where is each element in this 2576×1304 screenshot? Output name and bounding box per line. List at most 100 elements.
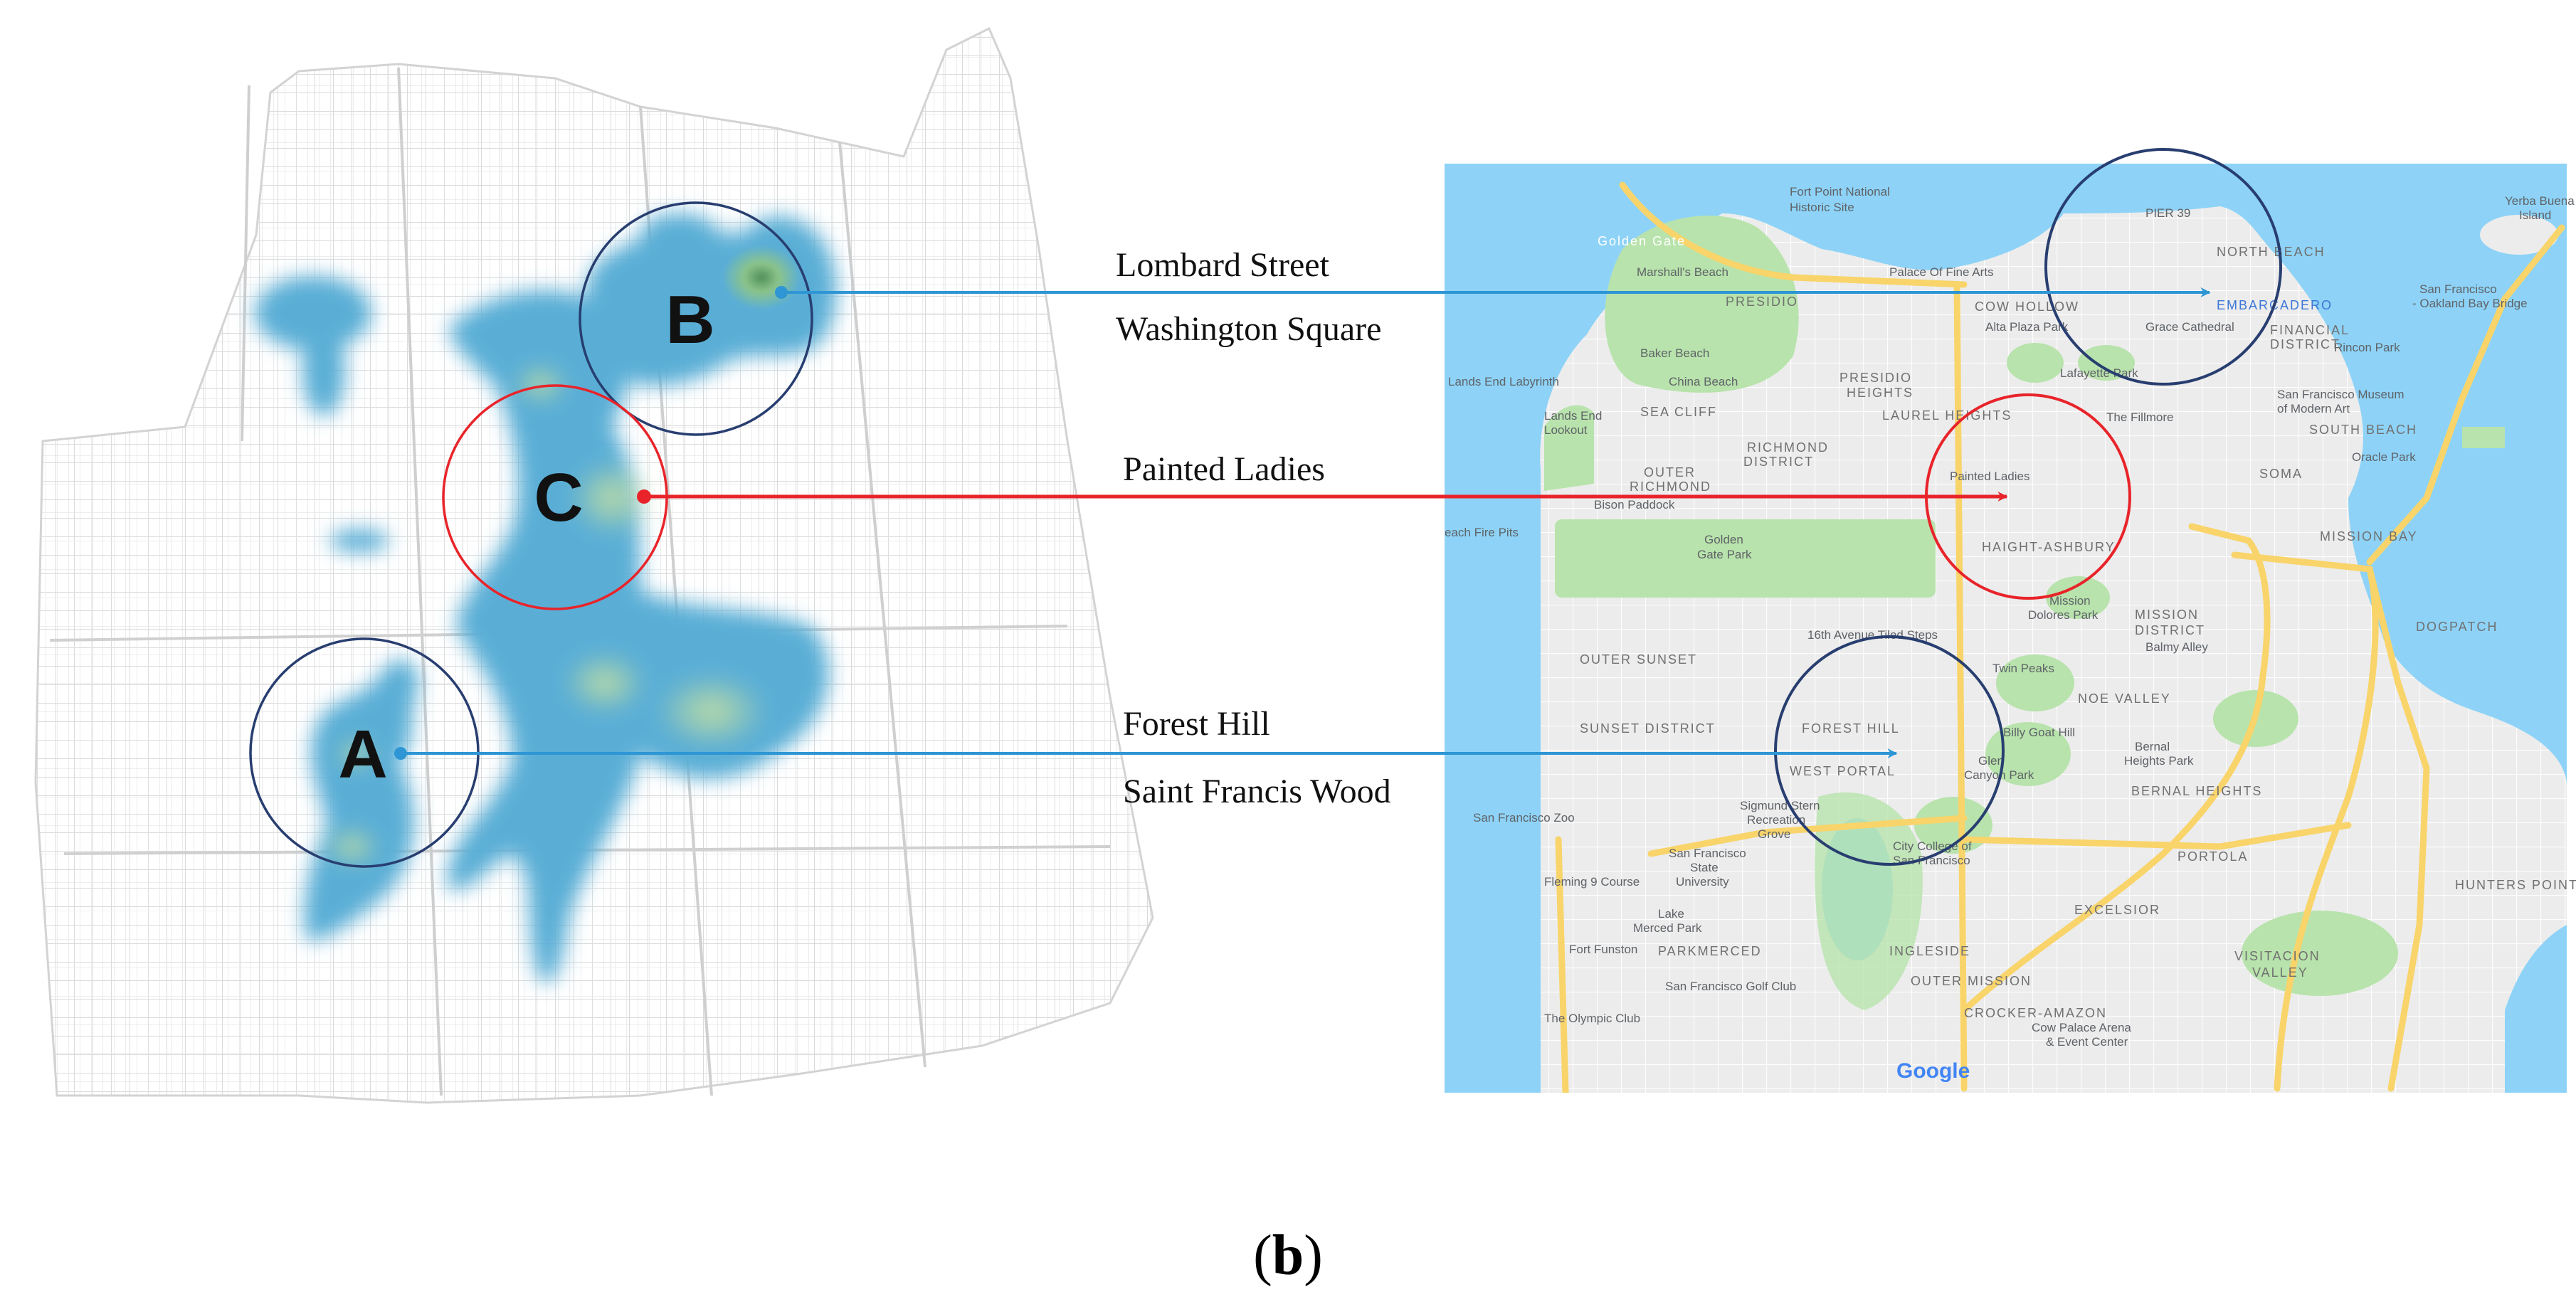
map-label: Rincon Park (2334, 341, 2400, 354)
map-district-label: NOE VALLEY (2078, 691, 2171, 706)
map-label: San Francisco Golf Club (1665, 980, 1796, 993)
map-district-label: DOGPATCH (2416, 620, 2498, 634)
map-district-label: FINANCIAL (2270, 323, 2350, 337)
map-district-label: INGLESIDE (1889, 944, 1970, 958)
map-district-label: HUNTERS POINT (2455, 878, 2576, 892)
map-label: each Fire Pits (1445, 526, 1519, 539)
map-label: Yerba Buena (2505, 194, 2575, 208)
map-label: Dolores Park (2028, 608, 2099, 622)
map-label: City College of (1893, 839, 1972, 853)
map-label: Island (2519, 208, 2551, 222)
hotspot-a-label: A (338, 716, 387, 793)
map-label: PIER 39 (2145, 206, 2190, 220)
target-a-circle (1774, 635, 2005, 866)
map-label: Bison Paddock (1594, 498, 1675, 511)
map-label: of Modern Art (2277, 402, 2350, 415)
map-district-label: HEIGHTS (1847, 386, 1913, 400)
map-label: Sigmund Stern (1740, 799, 1820, 812)
map-district-label: FOREST HILL (1802, 721, 1900, 736)
map-district-label: VALLEY (2252, 965, 2308, 980)
map-district-label: MISSION BAY (2320, 529, 2418, 544)
map-district-label: PRESIDIO (1726, 295, 1798, 309)
place-washington-square: Washington Square (1116, 310, 1381, 348)
map-label: Cow Palace Arena (2032, 1021, 2131, 1034)
map-label: Marshall's Beach (1637, 265, 1728, 279)
map-district-label: SUNSET DISTRICT (1580, 721, 1716, 736)
map-label: Merced Park (1633, 921, 1702, 935)
map-label: San Francisco (2419, 282, 2497, 296)
map-label: Oracle Park (2352, 450, 2416, 464)
map-label: & Event Center (2046, 1035, 2128, 1049)
map-district-label: OUTER (1644, 465, 1696, 479)
map-label: Recreation (1747, 813, 1805, 827)
map-label: China Beach (1669, 375, 1738, 388)
map-label: San Francisco Zoo (1473, 811, 1575, 825)
map-district-label: SOMA (2259, 467, 2303, 481)
map-label: Lands End Labyrinth (1448, 375, 1559, 388)
map-district-label: RICHMOND (1630, 479, 1711, 494)
hotspot-c-label: C (534, 460, 583, 536)
map-label: Mission (2049, 594, 2091, 608)
map-district-label: OUTER SUNSET (1580, 652, 1697, 667)
map-district-label: EXCELSIOR (2074, 903, 2160, 917)
google-logo: Google (1896, 1059, 1970, 1083)
map-label: Lookout (1544, 423, 1588, 437)
heatmap-layer (255, 213, 837, 983)
connector-arrows (394, 286, 2211, 760)
map-district-label: PRESIDIO (1839, 371, 1912, 385)
target-b-circle (2044, 148, 2282, 386)
map-district-label: MISSION (2135, 608, 2199, 622)
map-district-label: DISTRICT (1743, 455, 1814, 469)
map-label: Heights Park (2124, 754, 2194, 768)
map-label: Grace Cathedral (2145, 320, 2234, 334)
map-label: The Olympic Club (1544, 1012, 1640, 1025)
map-district-label: SEA CLIFF (1640, 405, 1717, 419)
map-district-label: PORTOLA (2178, 849, 2248, 864)
map-label: Golden (1704, 533, 1743, 546)
place-lombard-street: Lombard Street (1116, 246, 1330, 284)
place-forest-hill: Forest Hill (1123, 705, 1270, 743)
place-saint-francis-wood: Saint Francis Wood (1123, 773, 1391, 810)
reference-basemap: Fort Point National Historic Site Marsha… (1445, 148, 2576, 1093)
map-label: Painted Ladies (1950, 470, 2029, 483)
map-label: Lands End (1544, 409, 1602, 423)
map-label: Billy Goat Hill (2003, 726, 2075, 739)
map-label: Lake (1658, 907, 1684, 921)
hotspot-b-label: B (665, 282, 714, 358)
map-district-label: OUTER MISSION (1911, 974, 2032, 988)
map-label: Fort Funston (1569, 943, 1637, 956)
map-label: State (1690, 861, 1719, 874)
map-label: San Francisco (1669, 847, 1746, 860)
map-district-label: CROCKER-AMAZON (1964, 1006, 2107, 1020)
map-label: San Francisco Museum (2277, 388, 2405, 401)
map-label: - Oakland Bay Bridge (2412, 297, 2528, 310)
hotspot-b-circle (579, 201, 813, 436)
map-district-label: DISTRICT (2270, 337, 2340, 351)
map-district-label: VISITACION (2234, 949, 2321, 963)
map-label: Balmy Alley (2145, 640, 2208, 654)
place-painted-ladies: Painted Ladies (1123, 450, 1325, 488)
map-district-label: Golden Gate (1598, 234, 1686, 248)
map-label: Historic Site (1790, 201, 1854, 214)
map-label: Palace Of Fine Arts (1889, 265, 1993, 279)
map-district-label: COW HOLLOW (1975, 300, 2079, 314)
map-district-label: PARKMERCED (1658, 944, 1762, 958)
map-label: Fort Point National (1790, 185, 1890, 198)
map-district-label: NORTH BEACH (2217, 245, 2326, 259)
caption-open-paren: ( (1253, 1224, 1272, 1287)
map-label: University (1676, 875, 1729, 889)
map-label: Fleming 9 Course (1544, 875, 1640, 889)
map-district-label: RICHMOND (1747, 440, 1829, 455)
map-label: Twin Peaks (1992, 662, 2054, 675)
map-district-label: BERNAL HEIGHTS (2131, 784, 2262, 798)
figure-caption: (b) (0, 1224, 2576, 1288)
map-label: Bernal (2135, 740, 2170, 753)
map-label: Alta Plaza Park (1985, 320, 2069, 334)
map-label: Baker Beach (1640, 346, 1709, 360)
map-district-label: WEST PORTAL (1790, 764, 1896, 778)
map-district-label: SOUTH BEACH (2309, 423, 2417, 437)
map-label: Gate Park (1697, 548, 1752, 561)
map-label: San Francisco (1893, 854, 1970, 867)
map-label: Glen (1978, 754, 2004, 768)
